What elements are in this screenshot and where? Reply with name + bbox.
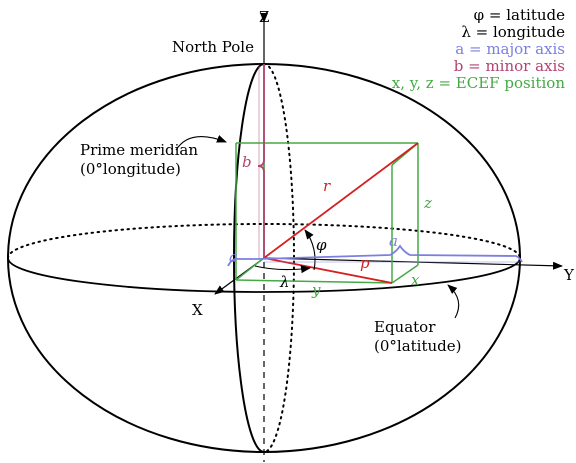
lambda-arc — [254, 265, 311, 274]
y-label: y — [311, 281, 321, 299]
legend-phi: φ = latitude — [474, 6, 565, 24]
equator-back — [7, 223, 521, 259]
z-label: z — [423, 194, 432, 212]
prime-meridian-label-2: (0°longitude) — [80, 160, 181, 178]
prime-meridian-front — [233, 63, 265, 453]
y-axis-label: Y — [563, 266, 575, 284]
equator-label-1: Equator — [374, 318, 436, 336]
r-vector — [263, 142, 419, 259]
b-label: b — [242, 153, 252, 171]
legend-major-axis: a = major axis — [455, 40, 565, 58]
legend-minor-axis: b = minor axis — [454, 57, 565, 75]
phi-label: φ — [316, 236, 327, 254]
legend: φ = latitude λ = longitude a = major axi… — [392, 6, 566, 92]
equator-front — [7, 257, 521, 293]
prime-meridian-pointer — [175, 135, 227, 151]
legend-ecef: x, y, z = ECEF position — [392, 74, 566, 92]
p-label: p — [360, 254, 370, 272]
x-axis-label: X — [192, 301, 203, 319]
minor-axis-bracket — [257, 64, 265, 258]
a-label-right: a — [389, 232, 398, 250]
r-label: r — [323, 177, 331, 195]
phi-arc — [304, 229, 316, 271]
north-pole-label: North Pole — [172, 38, 254, 56]
x-label: x — [411, 271, 420, 289]
equator-label-2: (0°latitude) — [374, 337, 461, 355]
legend-lambda: λ = longitude — [461, 23, 565, 41]
z-axis-label: Z — [259, 8, 269, 26]
equator-pointer — [447, 284, 460, 319]
lambda-label: λ — [279, 273, 290, 291]
prime-meridian-label-1: Prime meridian — [80, 141, 198, 159]
a-label-left: a — [229, 248, 238, 266]
major-axis-bracket — [227, 244, 523, 267]
